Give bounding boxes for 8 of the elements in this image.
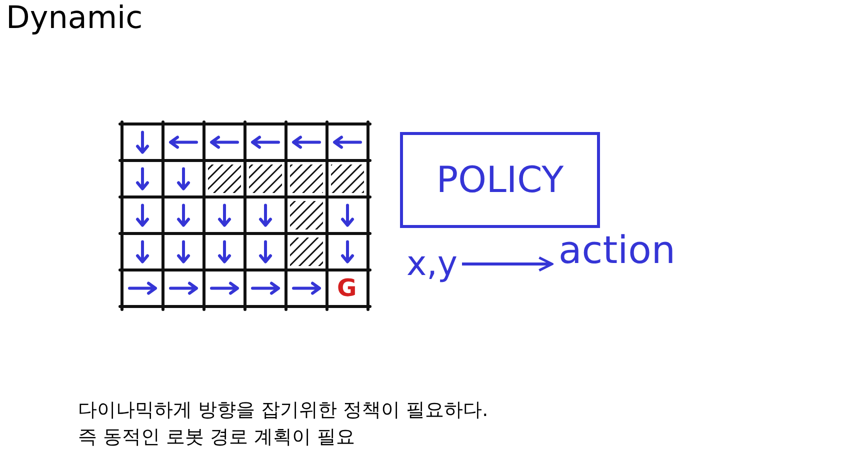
input-label: x,y [402, 240, 462, 288]
output-label: action [552, 225, 682, 275]
caption-text: 즉 동적인 로봇 경로 계획이 필요 [78, 425, 356, 450]
arrow [462, 256, 554, 272]
slide-title: Dynamic [6, 0, 143, 36]
goal-letter: G [337, 274, 357, 302]
caption-text: 다이나믹하게 방향을 잡기위한 정책이 필요하다. [78, 398, 488, 423]
policy-box: POLICY [400, 132, 600, 228]
